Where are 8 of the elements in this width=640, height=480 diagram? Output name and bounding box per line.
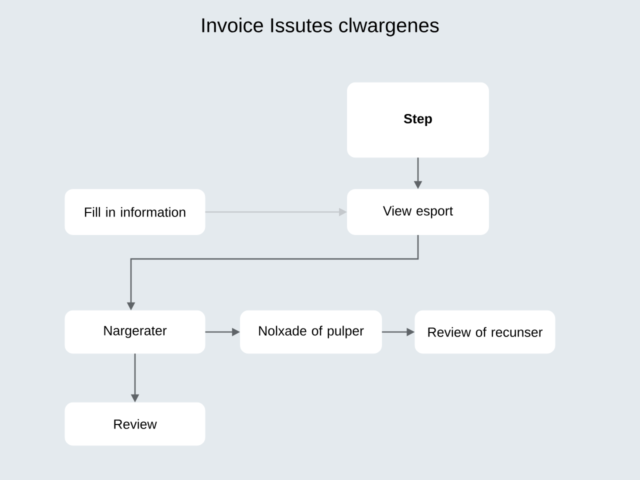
process-box: Fill in information — [64, 189, 206, 235]
title: Invoice Issutes clwargenes — [202, 18, 439, 36]
process-box: Nargerater — [64, 310, 206, 354]
process-box: View esport — [347, 189, 489, 235]
process-box: Nolxade of pulper — [240, 310, 382, 354]
process-box: Review of recunser — [414, 310, 556, 354]
process-box: Review — [64, 402, 206, 446]
process-box: Step — [347, 82, 489, 158]
